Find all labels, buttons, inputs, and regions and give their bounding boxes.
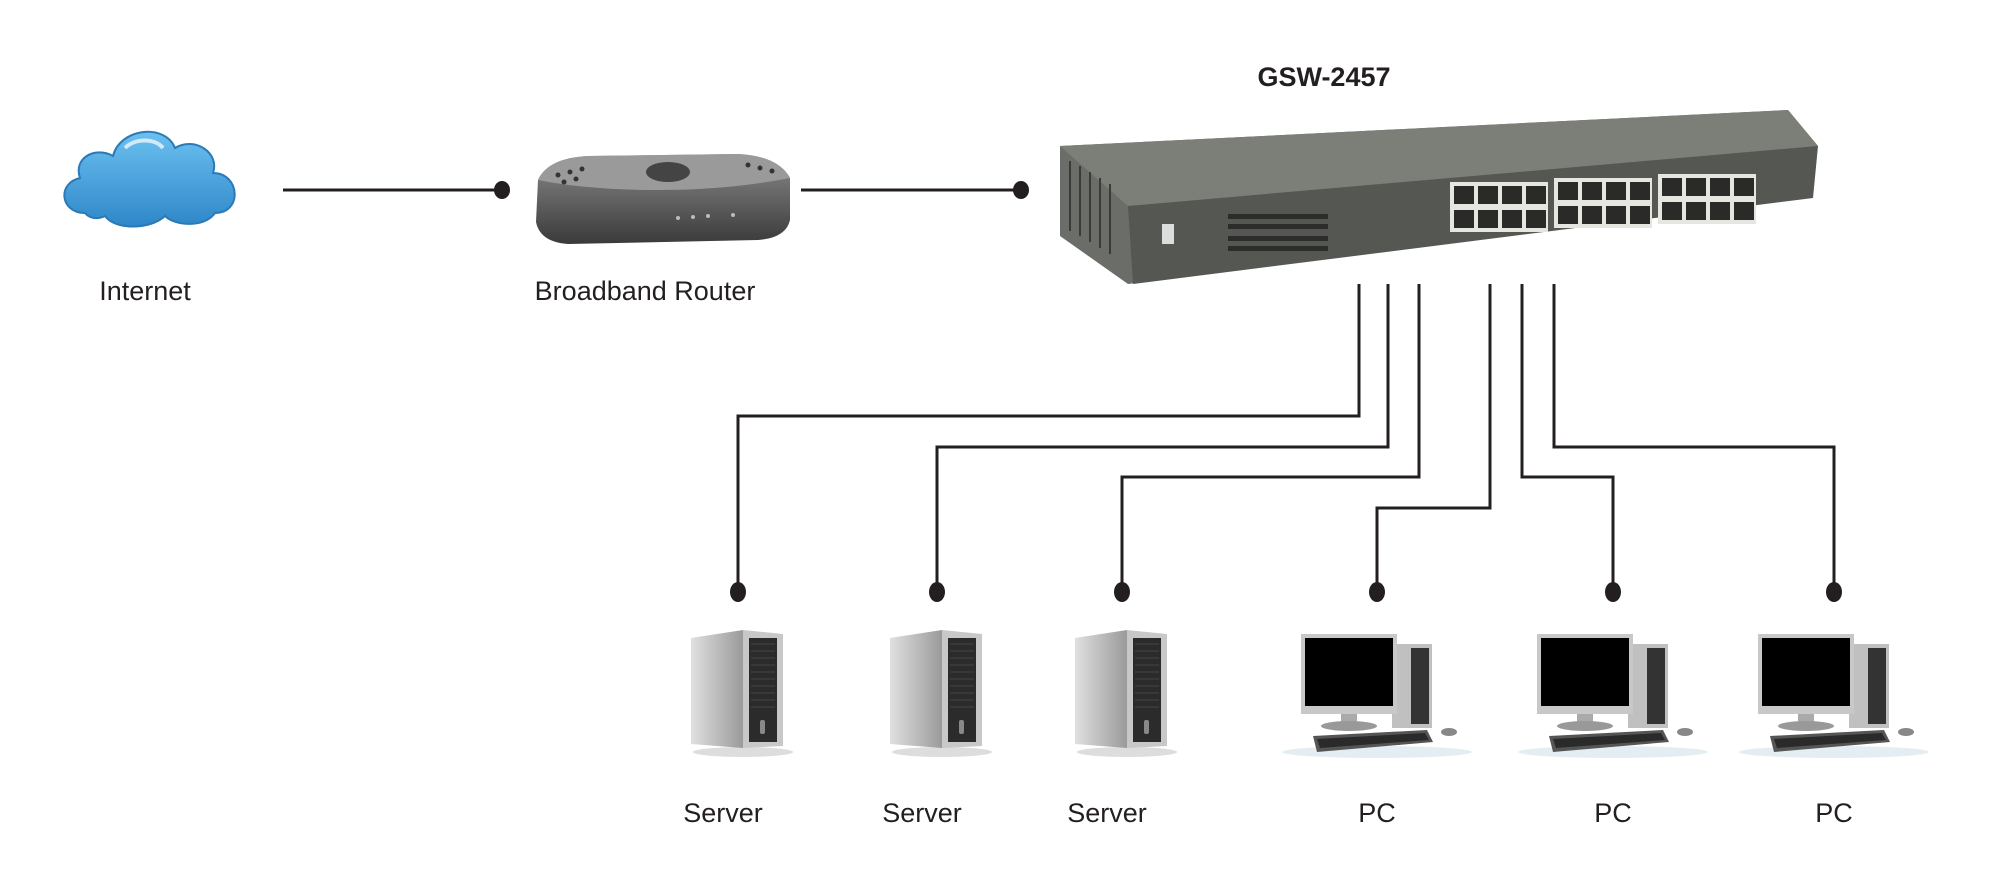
edge-switch-server-3	[1120, 284, 1421, 591]
edge-switch-server-1	[736, 284, 1361, 591]
edge-switch-server-2	[935, 284, 1390, 591]
connector-dot	[494, 181, 510, 199]
server-label: Server	[683, 798, 763, 828]
pc-label: PC	[1594, 798, 1632, 828]
switch-icon	[1060, 110, 1818, 284]
connector-dot	[929, 582, 945, 602]
internet-label: Internet	[99, 276, 191, 306]
connector-dot	[1826, 582, 1842, 602]
pc-icon	[1513, 630, 1713, 764]
connector-dot	[1114, 582, 1130, 602]
pc-icon	[1734, 630, 1934, 764]
edge-switch-pc-1	[1375, 284, 1492, 591]
pc-label: PC	[1358, 798, 1396, 828]
server-label: Server	[882, 798, 962, 828]
router-icon	[536, 154, 790, 244]
edge-switch-pc-3	[1552, 284, 1836, 591]
server-label: Server	[1067, 798, 1147, 828]
cloud-icon	[63, 130, 236, 228]
connector-dot	[1605, 582, 1621, 602]
server-icon	[1067, 628, 1177, 762]
connector-dot	[730, 582, 746, 602]
router-label: Broadband Router	[534, 276, 756, 306]
pc-icon	[1277, 630, 1477, 764]
edge-switch-pc-2	[1520, 284, 1615, 591]
pc-label: PC	[1815, 798, 1853, 828]
server-icon	[683, 628, 793, 762]
server-icon	[882, 628, 992, 762]
switch-model-title: GSW-2457	[1257, 62, 1391, 92]
connector-dot	[1369, 582, 1385, 602]
connector-dot	[1013, 181, 1029, 199]
